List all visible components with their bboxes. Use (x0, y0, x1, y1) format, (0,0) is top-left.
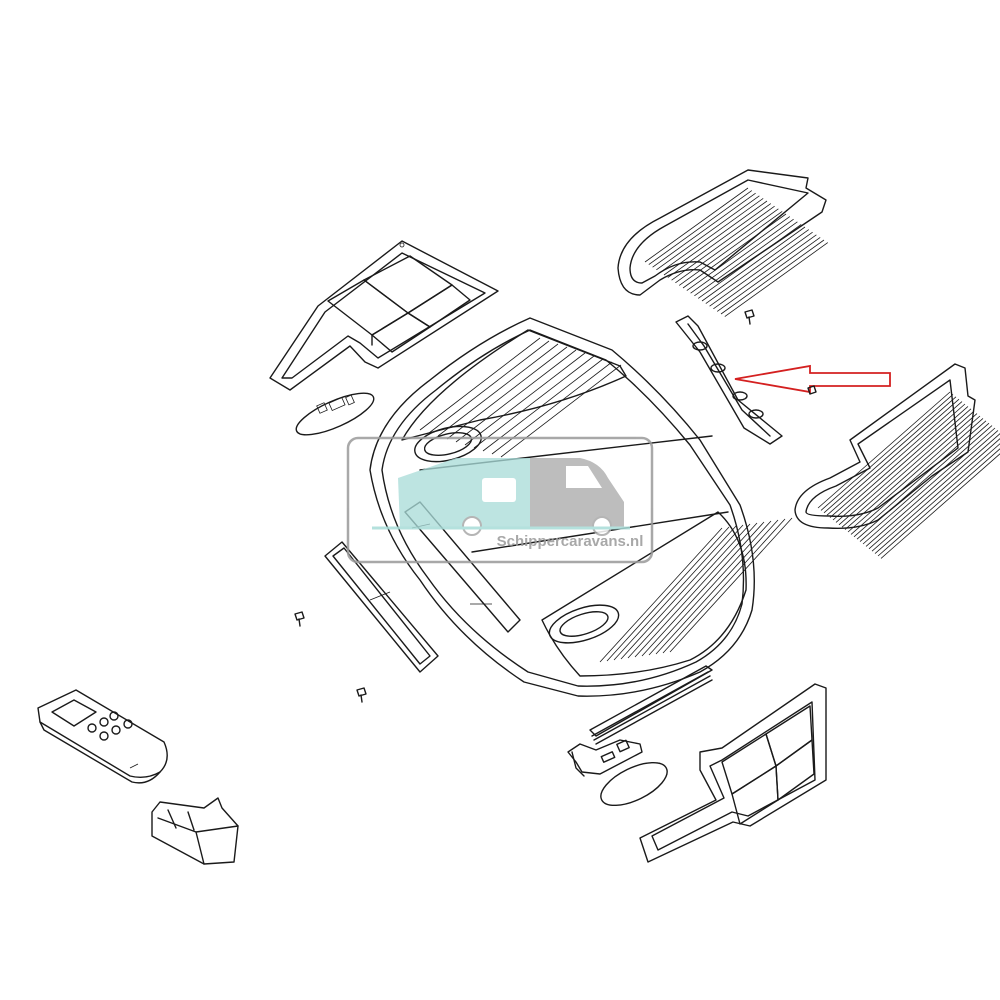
grille-slat (455, 349, 577, 443)
grille-slat (662, 518, 786, 654)
air-filter-frame-left (269, 240, 499, 391)
screws (294, 309, 817, 703)
grille-slat (874, 443, 1000, 554)
grille-slat (627, 523, 751, 659)
grille-slat (868, 433, 1000, 550)
grille-slat (720, 239, 825, 315)
grille-slat (659, 198, 764, 273)
remote-control (37, 689, 168, 784)
grille-slat (446, 346, 568, 440)
grille-slat (826, 398, 960, 516)
grille-slat (648, 190, 753, 265)
grille-slat (701, 226, 806, 302)
grille-slat (675, 208, 779, 284)
grille-slat (709, 231, 813, 307)
grille-slat (500, 364, 622, 458)
grille-slat (686, 216, 791, 291)
grille-slat (862, 427, 996, 545)
grille-slat (437, 343, 559, 437)
grille-cover-top-right (617, 169, 829, 317)
grille-slat (678, 211, 783, 286)
grille-slat (682, 213, 787, 289)
grille-slat (690, 218, 794, 294)
grille-slat (620, 524, 744, 660)
grille-slat (599, 527, 723, 663)
grille-slat (669, 517, 793, 653)
grille-slat (724, 242, 829, 317)
grille-slat (820, 394, 954, 511)
grille-slat (705, 229, 810, 304)
grille-slat (613, 525, 737, 661)
grille-slat (817, 391, 951, 509)
highlight-arrow (734, 364, 891, 394)
grille-slat (838, 408, 972, 526)
label-oval-left (295, 392, 375, 436)
grille-slat (832, 403, 966, 521)
grille-slat (865, 430, 999, 547)
watermark: Schippercaravans.nl (346, 436, 654, 564)
grille-slat (853, 420, 987, 538)
grille-slat (634, 522, 758, 658)
grille-slat (844, 413, 978, 530)
grille-slat (877, 448, 1000, 557)
grille-slat (859, 425, 993, 542)
grille-slat (716, 237, 821, 312)
control-board (567, 665, 713, 777)
label-oval-right (600, 761, 668, 807)
grille-slat (847, 415, 981, 533)
grille-slat (606, 526, 730, 662)
remote-holder (151, 797, 239, 865)
grille-slat (835, 406, 969, 523)
grille-slat (656, 195, 760, 271)
grille-slat (652, 192, 756, 268)
watermark-text: Schippercaravans.nl (497, 533, 644, 550)
grille-slat (697, 224, 802, 299)
side-grille-bracket (675, 315, 783, 445)
grille-slat (641, 521, 765, 657)
grille-slat (823, 396, 957, 514)
grille-slat (713, 234, 817, 310)
grille-slat (829, 401, 963, 518)
grille-slat (419, 337, 541, 431)
grille-slat (644, 187, 749, 263)
grille-slat (663, 200, 768, 276)
air-filter-frame-right (639, 683, 827, 863)
grille-slat (655, 519, 779, 655)
grille-slat (482, 358, 604, 452)
grille-slat (464, 352, 586, 446)
grille-slat (648, 520, 772, 656)
grille-slat (880, 453, 1000, 559)
grille-slat (841, 410, 975, 528)
grille-slat (871, 438, 1000, 552)
grille-cover-right (794, 363, 1000, 559)
grille-slat (667, 203, 772, 278)
grille-slat (671, 205, 775, 281)
grille-slat (694, 221, 798, 297)
display-strip (324, 541, 439, 673)
grille-slat (856, 422, 990, 540)
grille-slat (473, 355, 595, 449)
grille-slat (850, 418, 984, 535)
grille-slat (428, 340, 550, 434)
